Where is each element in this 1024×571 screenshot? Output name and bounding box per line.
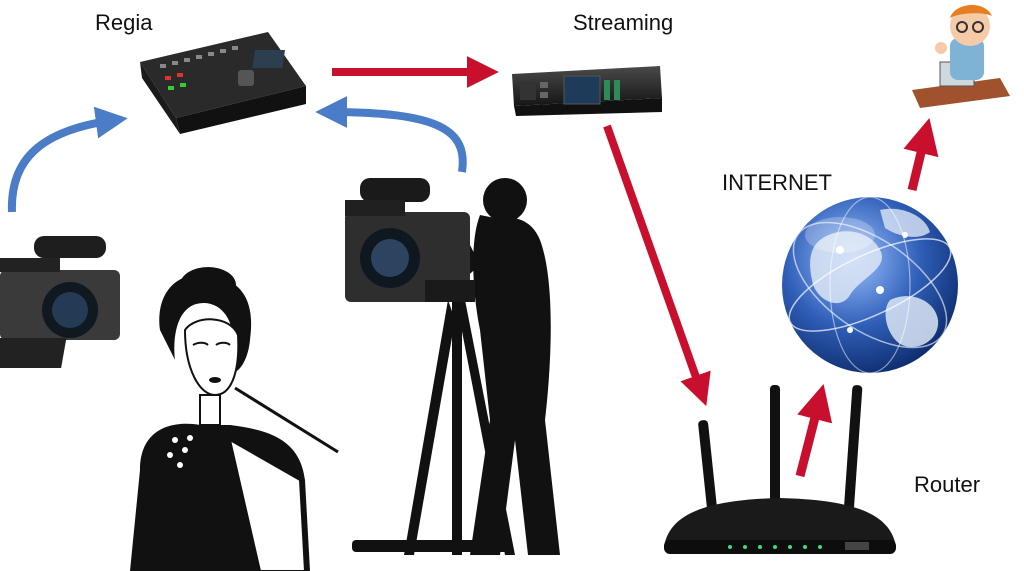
streaming-label: Streaming <box>573 10 674 35</box>
camera-operator-icon <box>352 178 560 555</box>
viewer-cartoon-icon <box>912 4 1010 108</box>
video-switcher-icon <box>140 32 306 134</box>
video-camera-icon <box>0 236 120 368</box>
arrow-streaming-to-router <box>603 124 711 407</box>
streaming-encoder-icon <box>512 66 662 116</box>
arrow-camera-right-to-regia <box>315 96 467 173</box>
router-label: Router <box>914 472 981 497</box>
arrow-camera-left-to-regia <box>7 106 128 213</box>
regia-label: Regia <box>95 10 153 35</box>
flow-arrows <box>7 56 939 478</box>
internet-label: INTERNET <box>722 170 832 195</box>
wifi-router-icon <box>664 385 896 554</box>
video-camera-icon <box>345 178 475 302</box>
woman-portrait-icon <box>130 267 339 571</box>
globe-icon <box>782 196 958 374</box>
arrow-router-to-internet <box>795 384 833 478</box>
arrow-internet-to-viewer <box>903 118 939 192</box>
